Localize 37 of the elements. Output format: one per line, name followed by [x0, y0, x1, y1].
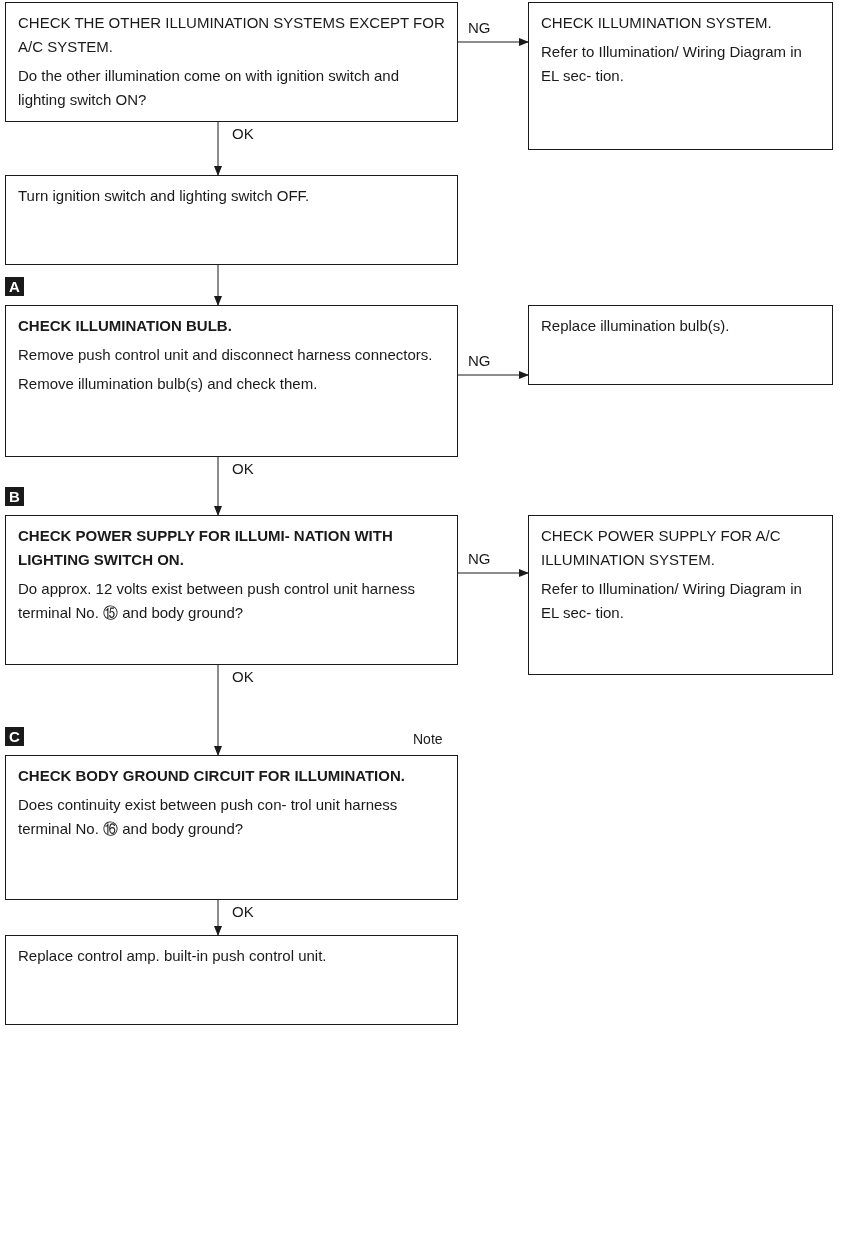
process-box: [5, 305, 458, 457]
section-marker: C: [5, 727, 24, 746]
step-text: Refer to Illumination/ Wiring Diagram in EL sec- tion.: [541, 579, 803, 623]
arrow: [214, 456, 222, 516]
step-text: Replace illumination bulb(s).: [541, 316, 731, 336]
process-box: [5, 755, 458, 900]
step-heading: CHECK BODY GROUND CIRCUIT FOR ILLUMINATION.: [18, 766, 406, 786]
step-heading: CHECK POWER SUPPLY FOR ILLUMI- NATION WITH LIGHTING SWITCH ON.: [18, 526, 394, 570]
arrow: [457, 38, 529, 46]
section-marker: A: [5, 277, 24, 296]
step-text: Remove illumination bulb(s) and check them.: [18, 374, 319, 394]
arrow: [214, 664, 222, 756]
step-heading: CHECK ILLUMINATION SYSTEM.: [541, 13, 773, 33]
step-text: Refer to Illumination/ Wiring Diagram in EL sec- tion.: [541, 42, 803, 86]
step-heading: CHECK THE OTHER ILLUMINATION SYSTEMS EXCEPT FOR A/C SYSTEM.: [18, 13, 445, 57]
process-box: [5, 935, 458, 1025]
process-box: [528, 305, 833, 385]
step-text: Remove push control unit and disconnect harness connectors.: [18, 345, 434, 365]
arrow: [457, 569, 529, 577]
arrow: [214, 264, 222, 306]
step-text: Does continuity exist between push con- trol unit harness terminal No. ⑯ and body ground?: [18, 795, 399, 839]
section-marker: B: [5, 487, 24, 506]
process-box: [528, 2, 833, 150]
step-heading: CHECK ILLUMINATION BULB.: [18, 316, 233, 336]
process-box: [528, 515, 833, 675]
process-box: [5, 2, 458, 122]
arrow: [214, 121, 222, 176]
process-box: [5, 175, 458, 265]
process-box: [5, 515, 458, 665]
step-heading: CHECK POWER SUPPLY FOR A/C ILLUMINATION SYSTEM.: [541, 526, 782, 570]
arrow: [214, 899, 222, 936]
note-text: Note: [413, 730, 443, 749]
step-text: Turn ignition switch and lighting switch OFF.: [18, 186, 311, 206]
step-text: Replace control amp. built-in push control unit.: [18, 946, 328, 966]
step-text: Do approx. 12 volts exist between push control unit harness terminal No. ⑮ and body ground?: [18, 579, 416, 623]
step-text: Do the other illumination come on with ignition switch and lighting switch ON?: [18, 66, 401, 110]
arrow: [457, 371, 529, 379]
